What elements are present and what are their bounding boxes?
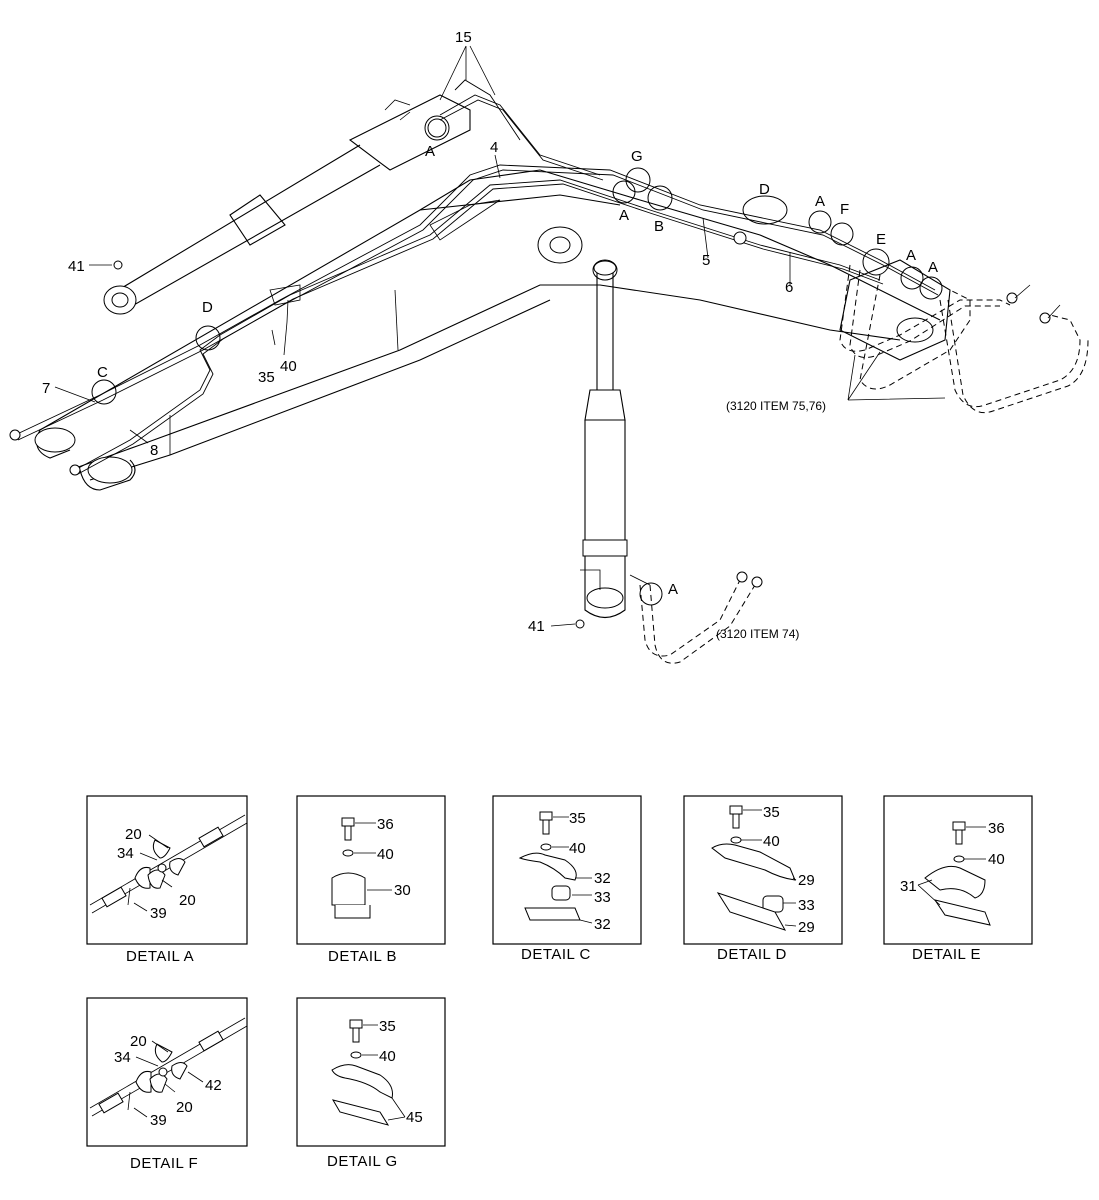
clamp-marker-a-1 [612, 180, 636, 204]
label-e: E [876, 231, 886, 248]
label-a-g: A [619, 207, 629, 224]
label-41-bottom: 41 [528, 618, 545, 635]
label-35: 35 [258, 369, 275, 386]
detail-d: 35 40 29 33 29 DETAIL D [683, 795, 843, 963]
label-a-e1: A [906, 247, 916, 264]
detail-e-label-36: 36 [988, 820, 1005, 837]
detail-g: 35 40 45 DETAIL G [296, 997, 446, 1170]
clamp-marker-e [862, 248, 890, 276]
external-hoses-75-76 [839, 264, 1089, 414]
detail-e-label-40: 40 [988, 851, 1005, 868]
clamp-marker-b [647, 185, 673, 211]
detail-e-label-31: 31 [900, 878, 917, 895]
detail-a-label-39: 39 [150, 905, 167, 922]
detail-c-label-40: 40 [569, 840, 586, 857]
clamp-marker-a-cyl [639, 582, 663, 606]
detail-a-caption: DETAIL A [126, 948, 194, 965]
detail-b: 36 40 30 DETAIL B [296, 795, 446, 965]
detail-f-label-20-bottom: 20 [176, 1099, 193, 1116]
detail-g-label-35: 35 [379, 1018, 396, 1035]
label-a-d: A [815, 193, 825, 210]
label-b: B [654, 218, 664, 235]
detail-a-box [86, 795, 248, 945]
detail-b-caption: DETAIL B [328, 948, 397, 965]
detail-f-label-39: 39 [150, 1112, 167, 1129]
clamp-marker-d-upper [742, 195, 788, 225]
detail-d-caption: DETAIL D [717, 946, 787, 963]
detail-g-label-45: 45 [406, 1109, 423, 1126]
ref-3120-item-74: (3120 ITEM 74) [716, 627, 799, 641]
detail-e-caption: DETAIL E [912, 946, 981, 963]
label-d-left: D [202, 299, 213, 316]
label-a-e2: A [928, 259, 938, 276]
detail-a: 20 34 20 39 DETAIL A [86, 795, 248, 965]
detail-b-box [296, 795, 446, 945]
label-g: G [631, 148, 643, 165]
boom-nose-pin-left [34, 427, 76, 453]
detail-g-label-40: 40 [379, 1048, 396, 1065]
label-6: 6 [785, 279, 793, 296]
detail-c-label-35: 35 [569, 810, 586, 827]
main-labels: 15 4 41 A G A B 5 D A F E 6 A A D 35 40 … [42, 29, 938, 641]
hose-lines [9, 79, 939, 476]
boom-cylinder [580, 260, 651, 619]
detail-f-label-20-top: 20 [130, 1033, 147, 1050]
detail-a-label-20-bottom: 20 [179, 892, 196, 909]
detail-f-label-34: 34 [114, 1049, 131, 1066]
clamp-marker-f [830, 222, 854, 246]
clamp-marker-a-4 [919, 276, 943, 300]
detail-e: 36 40 31 DETAIL E [883, 795, 1033, 963]
detail-b-label-40: 40 [377, 846, 394, 863]
clamp-marker-a-arm [424, 115, 450, 141]
detail-d-label-33: 33 [798, 897, 815, 914]
detail-c-caption: DETAIL C [521, 946, 591, 963]
detail-c-label-33: 33 [594, 889, 611, 906]
boom-assembly [34, 169, 951, 491]
detail-b-label-36: 36 [377, 816, 394, 833]
detail-f: 20 34 42 20 39 DETAIL F [86, 997, 248, 1172]
label-4: 4 [490, 139, 498, 156]
label-8: 8 [150, 442, 158, 459]
label-15: 15 [455, 29, 472, 46]
label-d-top: D [759, 181, 770, 198]
label-c: C [97, 364, 108, 381]
detail-c: 35 40 32 33 32 DETAIL C [492, 795, 642, 963]
detail-a-label-34: 34 [117, 845, 134, 862]
detail-f-label-42: 42 [205, 1077, 222, 1094]
detail-d-label-29-top: 29 [798, 872, 815, 889]
label-7: 7 [42, 380, 50, 397]
detail-d-label-35: 35 [763, 804, 780, 821]
label-5: 5 [702, 252, 710, 269]
detail-f-caption: DETAIL F [130, 1155, 198, 1172]
clamp-marker-a-2 [808, 210, 832, 234]
label-40: 40 [280, 358, 297, 375]
ref-3120-item-75-76: (3120 ITEM 75,76) [726, 399, 826, 413]
clamp-marker-a-3 [900, 266, 924, 290]
detail-d-label-29-bottom: 29 [798, 919, 815, 936]
clamp-markers [91, 115, 943, 606]
label-41-top: 41 [68, 258, 85, 275]
external-hoses-74 [639, 571, 763, 664]
clamp-marker-c [91, 379, 117, 405]
leader-lines [54, 45, 946, 627]
detail-c-label-32-bottom: 32 [594, 916, 611, 933]
boom-foot-pin [896, 317, 934, 343]
detail-g-caption: DETAIL G [327, 1153, 398, 1170]
arm-cylinder [103, 94, 471, 315]
label-a-arm: A [425, 143, 435, 160]
boom-nose-pin-right [87, 456, 133, 484]
label-a-cyl: A [668, 581, 678, 598]
clamp-marker-g [625, 167, 651, 193]
clamp-marker-d-lower [195, 325, 221, 351]
detail-c-label-32-top: 32 [594, 870, 611, 887]
detail-b-label-30: 30 [394, 882, 411, 899]
label-f: F [840, 201, 849, 218]
detail-a-label-20-top: 20 [125, 826, 142, 843]
detail-d-label-40: 40 [763, 833, 780, 850]
